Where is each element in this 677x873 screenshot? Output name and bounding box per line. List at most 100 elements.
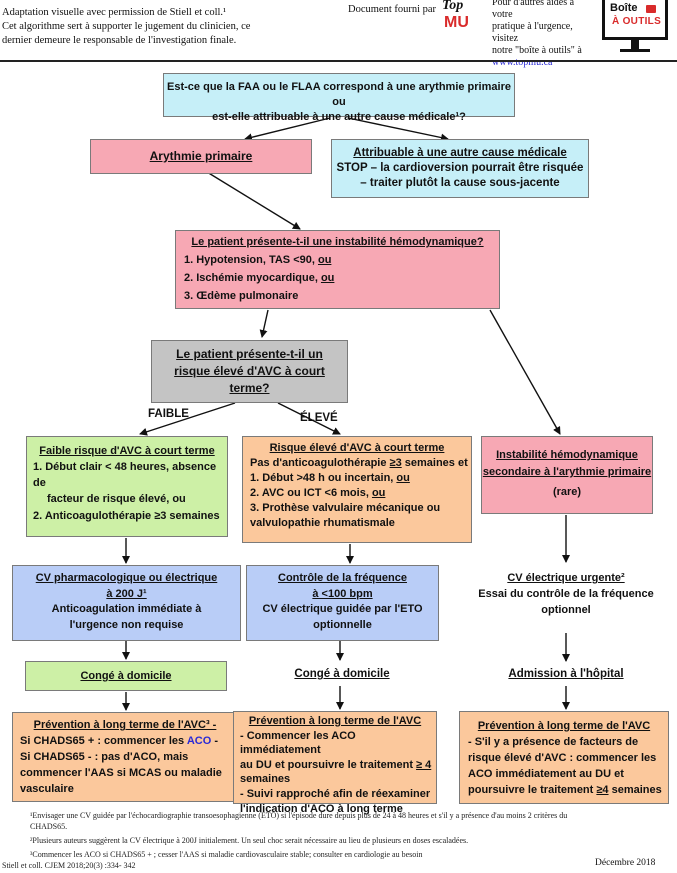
high-risk-intro-text: semaines et [401, 457, 468, 469]
cv-pharma-line: l'urgence non requise [69, 618, 184, 631]
cv-pharma-energy: à 200 J¹ [106, 587, 147, 600]
high-risk-item: 1. Début >48 h ou incertain, ou [250, 471, 471, 486]
high-risk-item-conj: ou [371, 487, 386, 499]
home-left-label: Congé à domicile [80, 670, 172, 682]
footnote-line: ¹Envisager une CV guidée par l'échocardi… [30, 811, 568, 820]
instability-box: Le patient présente-t-il une instabilité… [175, 230, 500, 309]
urgent-cv-line: Essai du contrôle de la fréquence [478, 588, 654, 600]
cv-pharma-title: CV pharmacologique ou électrique [35, 572, 218, 584]
prevention-left-box: Prévention à long terme de l'AVC³ - Si C… [12, 712, 238, 802]
footnote-line: CHADS65. [30, 822, 68, 831]
toolbox-monitor-icon: Boîte À OUTILS [602, 0, 668, 56]
prevention-mid-line: - Commencer les ACO immédiatement [240, 729, 356, 757]
prevention-left-line: Si CHADS65 + : commencer les ACO - [20, 733, 237, 749]
low-label: FAIBLE [148, 408, 189, 420]
primary-arrhythmia-box: Arythmie primaire [90, 139, 312, 174]
low-risk-title: Faible risque d'AVC à court terme [39, 445, 215, 457]
prevention-mid-title: Prévention à long terme de l'AVC [248, 715, 422, 727]
high-risk-item-text: 2. AVC ou ICT <6 mois, [250, 487, 372, 499]
instability-item-conj: ou [320, 272, 335, 284]
rate-control-line: CV électrique guidée par l'ETO [262, 603, 423, 615]
high-risk-item-text: 1. Début >48 h ou incertain, [250, 472, 397, 484]
prevention-mid-line: au DU et poursuivre le traitement ≥ 4 [240, 758, 436, 773]
other-cause-title: Attribuable à une autre cause médicale [353, 147, 567, 159]
disclaimer-note: Adaptation visuelle avec permission de S… [2, 6, 292, 48]
other-cause-line: STOP – la cardioversion pourrait être ri… [336, 162, 584, 174]
promo-line: pratique à l'urgence, visitez [492, 21, 573, 44]
secondary-instability-title: secondaire à l'arythmie primaire [482, 466, 652, 478]
disclaimer-line: Adaptation visuelle avec permission de S… [2, 7, 227, 18]
prevention-mid-line: - Suivi rapproché afin de réexaminer [240, 787, 431, 800]
toolbox-case-icon [646, 5, 656, 13]
prevention-left-text: - [211, 735, 218, 747]
topmu-logo: Top MU [438, 0, 482, 36]
instability-item-text: 2. Ischémie myocardique, [184, 272, 321, 284]
arrow-high-risk [277, 402, 341, 435]
high-risk-box: Risque élevé d'AVC à court terme Pas d'a… [242, 436, 472, 543]
high-risk-item: 3. Prothèse valvulaire mécanique ou [250, 501, 471, 516]
arrow-to-secondary-instability [489, 309, 561, 435]
rate-control-line: optionnelle [313, 618, 372, 631]
stroke-question-line: terme? [229, 381, 270, 395]
toolbox-subtitle: À OUTILS [612, 16, 662, 27]
low-risk-box: Faible risque d'AVC à court terme 1. Déb… [26, 436, 228, 537]
prevention-right-line: poursuivre le traitement ≥4 semaines [468, 782, 668, 798]
prevention-right-text: poursuivre le traitement [468, 784, 597, 796]
toolbox-title: Boîte [610, 2, 638, 14]
home-discharge-mid: Congé à domicile [282, 668, 402, 680]
rate-control-target: à <100 bpm [312, 587, 373, 600]
arrow-low-risk [139, 402, 236, 436]
question-line: Est-ce que la FAA ou le FLAA correspond … [167, 81, 511, 108]
high-risk-intro: Pas d'anticoagulothérapie ≥3 semaines et [250, 456, 471, 471]
high-risk-title: Risque élevé d'AVC à court terme [269, 442, 445, 454]
monitor-stand [631, 40, 639, 50]
stroke-risk-question-box: Le patient présente-t-il un risque élevé… [151, 340, 348, 403]
prevention-left-aco: ACO [186, 735, 212, 747]
high-risk-item-conj: ou [396, 472, 410, 484]
other-cause-box: Attribuable à une autre cause médicale S… [331, 139, 589, 198]
prevention-mid-line: semaines [240, 773, 291, 786]
high-risk-item-text: 3. Prothèse valvulaire mécanique ou [250, 502, 441, 514]
instability-item-text: 1. Hypotension, TAS <90, [184, 254, 318, 266]
header-divider [0, 60, 677, 62]
footnote-line: ²Plusieurs auteurs suggèrent la CV élect… [30, 836, 469, 845]
promo-line: notre "boîte à outils" à [492, 45, 582, 56]
promo-url-link[interactable]: www.topmu.ca [492, 57, 553, 68]
arrow-to-instability [206, 171, 301, 230]
prevention-mid-box: Prévention à long terme de l'AVC - Comme… [233, 711, 437, 815]
prevention-mid-text: au DU et poursuivre le traitement [240, 758, 417, 771]
disclaimer-line: Cet algorithme sert à supporter le jugem… [2, 21, 251, 32]
low-risk-line: 1. Début clair < 48 heures, absence de [33, 461, 217, 489]
prevention-left-text: Si CHADS65 + : commencer les [20, 735, 187, 747]
footnote-line: ³Commencer les ACO si CHADS65 + ; cesser… [30, 850, 423, 859]
secondary-instability-note: (rare) [552, 486, 582, 498]
prevention-right-line: ACO immédiatement au DU et [468, 768, 624, 780]
other-cause-line: – traiter plutôt la cause sous-jacente [360, 177, 560, 189]
home-mid-label: Congé à domicile [294, 668, 390, 680]
date: Décembre 2018 [595, 858, 656, 868]
citation: Stiell et coll. CJEM 2018;20(3) :334- 34… [2, 861, 136, 870]
high-risk-intro-text: Pas d'anticoagulothérapie [250, 457, 390, 469]
high-risk-last-line: valvulopathie rhumatismale [250, 517, 395, 529]
monitor-base [620, 49, 650, 52]
document-label: Document fourni par [348, 4, 437, 15]
prevention-mid-threshold: ≥ 4 [416, 758, 432, 771]
prevention-right-text: semaines [608, 784, 662, 796]
low-risk-line: 2. Anticoagulothérapie ≥3 semaines [33, 510, 220, 522]
admission-label: Admission à l'hôpital [508, 668, 624, 680]
hospital-admission: Admission à l'hôpital [490, 668, 642, 680]
promo-text: Pour d'autres aides à votre pratique à l… [492, 0, 592, 69]
prevention-right-line: - S'il y a présence de facteurs de [468, 736, 639, 748]
prevention-left-line: commencer l'AAS si MCAS ou maladie [20, 767, 222, 779]
logo-top-text: Top [442, 0, 464, 13]
stroke-question-line: risque élevé d'AVC à court [174, 364, 325, 378]
urgent-cv-line: optionnel [541, 604, 591, 616]
question-line: est-elle attribuable à une autre cause m… [212, 111, 466, 123]
rate-control-box: Contrôle de la fréquence à <100 bpm CV é… [246, 565, 439, 641]
logo-bottom-text: MU [444, 14, 469, 31]
arrow-to-other-cause [347, 117, 449, 142]
high-risk-intro-threshold: ≥3 [389, 457, 402, 469]
instability-item: 1. Hypotension, TAS <90, ou [184, 253, 499, 268]
prevention-right-threshold: ≥4 [596, 784, 609, 796]
